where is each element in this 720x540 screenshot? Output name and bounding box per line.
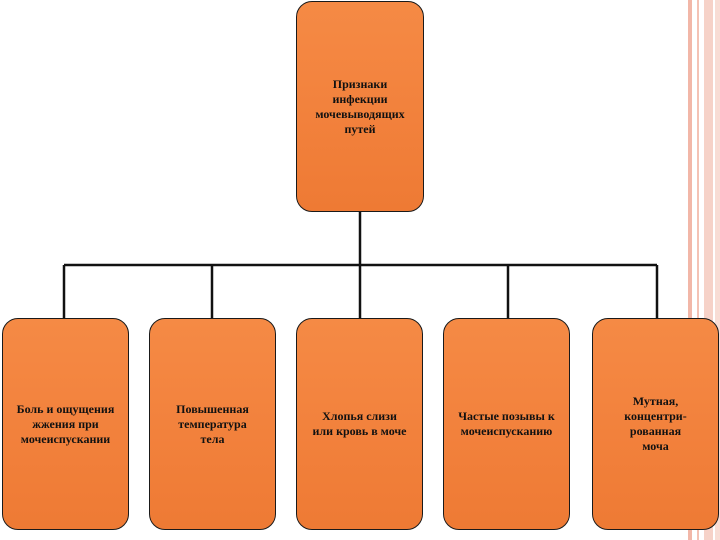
root-node: Признаки инфекции мочевыводящих путей — [296, 1, 424, 212]
child-node-pain: Боль и ощущения жжения при мочеиспускани… — [2, 318, 129, 530]
child-node-fever: Повышенная температура тела — [149, 318, 276, 530]
decorative-stripe — [697, 0, 699, 540]
child-node-mucus-blood: Хлопья слизи или кровь в моче — [296, 318, 423, 530]
child-node-frequent-urge: Частые позывы к мочеиспусканию — [443, 318, 570, 530]
decorative-stripe — [688, 0, 692, 540]
child-node-cloudy-urine: Мутная, концентри- рованная моча — [592, 318, 719, 530]
decorative-stripe — [704, 0, 713, 540]
decorative-stripe — [715, 0, 720, 540]
